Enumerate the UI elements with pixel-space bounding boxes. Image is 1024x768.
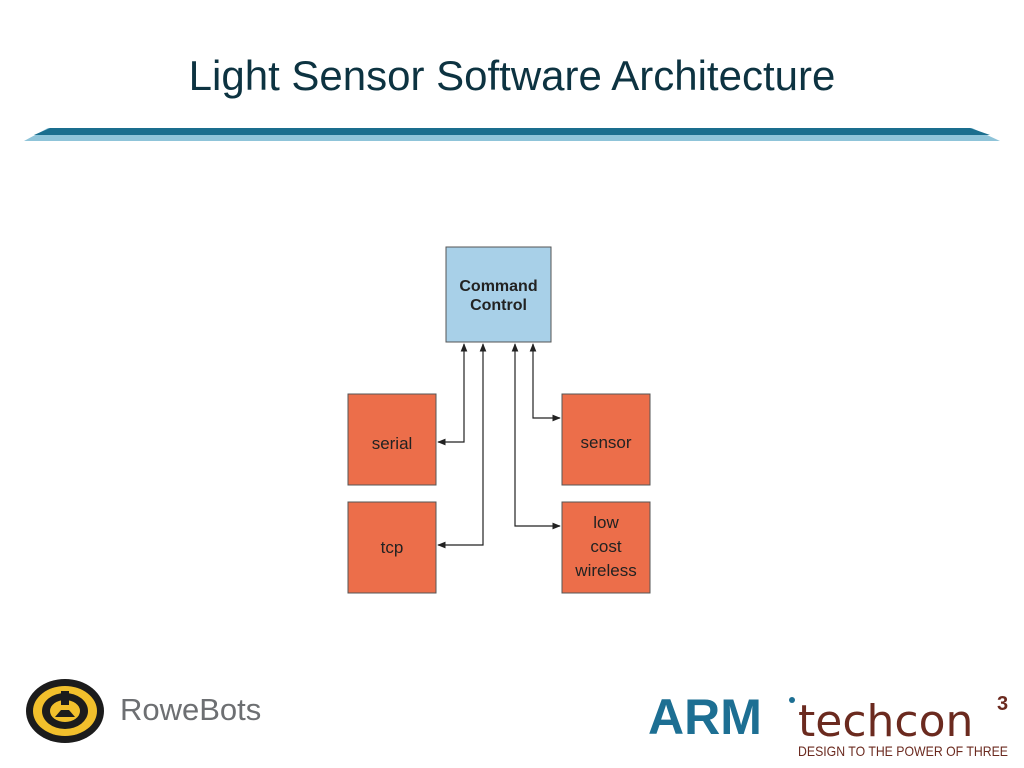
sensor-node: sensor bbox=[561, 393, 651, 486]
serial-connector bbox=[437, 343, 468, 446]
serial-label: serial bbox=[372, 434, 413, 453]
wireless-node: low cost wireless bbox=[561, 501, 651, 594]
sensor-label: sensor bbox=[580, 433, 631, 452]
wireless-label-line3: wireless bbox=[574, 561, 636, 580]
title-divider bbox=[24, 128, 1000, 141]
tcp-node: tcp bbox=[347, 501, 437, 594]
arm-techcon-logo: ARM techcon 3 DESIGN TO THE POWER OF THR… bbox=[648, 689, 1008, 759]
tcp-connector bbox=[437, 343, 487, 549]
sensor-connector bbox=[529, 343, 561, 422]
techcon-tagline: DESIGN TO THE POWER OF THREE bbox=[798, 743, 1008, 759]
command-control-node: Command Control bbox=[445, 246, 552, 343]
slide-title: Light Sensor Software Architecture bbox=[188, 52, 836, 99]
serial-node: serial bbox=[347, 393, 437, 486]
command-label-line1: Command bbox=[459, 278, 537, 295]
techcon-superscript: 3 bbox=[997, 693, 1008, 715]
wireless-connector bbox=[511, 343, 561, 530]
wireless-label-line2: cost bbox=[590, 537, 621, 556]
tcp-label: tcp bbox=[381, 538, 404, 557]
arm-wordmark: ARM bbox=[648, 689, 762, 745]
wireless-label-line1: low bbox=[593, 513, 619, 532]
rowebots-wordmark: RoweBots bbox=[120, 692, 262, 727]
techcon-wordmark: techcon bbox=[798, 696, 973, 747]
command-label-line2: Control bbox=[470, 297, 527, 314]
rowebots-emblem-icon bbox=[26, 679, 104, 743]
